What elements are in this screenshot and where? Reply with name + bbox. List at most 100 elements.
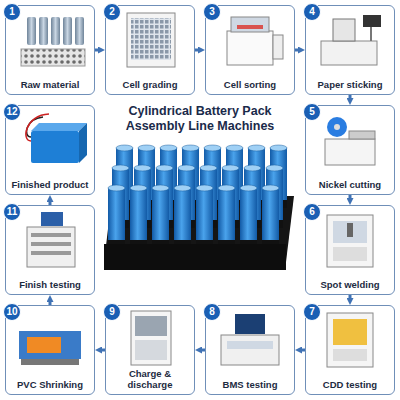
spot-welder-part xyxy=(333,221,367,243)
step-number: 12 xyxy=(6,107,17,117)
step-number-badge: 10 xyxy=(3,303,21,321)
sorting-machine-part xyxy=(273,35,283,59)
bms-tester-part xyxy=(221,335,279,365)
paper-sticking-machine-part xyxy=(370,27,372,41)
step-label: BMS testing xyxy=(223,380,278,390)
step-number-badge: 4 xyxy=(303,3,321,21)
raw-material-illustration-part xyxy=(39,17,48,45)
process-box: Spot welding 6 xyxy=(305,205,395,295)
step-label: Nickel cutting xyxy=(319,180,381,190)
step-label: Spot welding xyxy=(320,280,379,290)
central-battery-pack-part xyxy=(262,185,279,248)
shrink-tunnel-part xyxy=(27,337,61,353)
battery-pack-product-part xyxy=(79,123,87,163)
central-battery-pack-part xyxy=(108,185,125,248)
step-number: 10 xyxy=(6,307,17,317)
step-number: 6 xyxy=(309,207,315,217)
raw-material-illustration-part xyxy=(51,17,60,45)
step-number: 7 xyxy=(309,307,315,317)
flow-arrow xyxy=(349,195,352,201)
sorting-machine-part xyxy=(237,25,263,29)
charge-cabinet-part xyxy=(135,340,167,360)
cdd-tester-part xyxy=(333,319,367,345)
paper-sticking-machine-part xyxy=(333,19,355,41)
nickel-cutter-part xyxy=(349,131,375,139)
battery-pack-product xyxy=(26,114,87,163)
process-box: Cell grading 2 xyxy=(105,5,195,95)
raw-material-illustration-part xyxy=(21,49,85,66)
step-label: Cell sorting xyxy=(224,80,276,90)
cdd-tester-part xyxy=(327,313,373,367)
finish-tester-part xyxy=(27,227,75,267)
step-number-badge: 8 xyxy=(203,303,221,321)
process-box: Nickel cutting 5 xyxy=(305,105,395,195)
step-label: Finish testing xyxy=(19,280,81,290)
process-box: PVC Shrinking 10 xyxy=(5,305,95,395)
nickel-cutter-part xyxy=(327,117,347,137)
step-number-badge: 3 xyxy=(203,3,221,21)
step-number: 3 xyxy=(209,7,215,17)
battery-pack-product-part xyxy=(31,131,79,163)
flow-arrow xyxy=(195,49,201,52)
flow-arrow xyxy=(349,95,352,101)
spot-welder-part xyxy=(347,223,353,237)
step-number-badge: 5 xyxy=(303,103,321,121)
diagram-title: Cylindrical Battery Pack Assembly Line M… xyxy=(105,104,295,134)
shrink-tunnel-part xyxy=(19,331,81,359)
step-number-badge: 9 xyxy=(103,303,121,321)
process-box: Paper sticking4 xyxy=(305,5,395,95)
flow-arrow xyxy=(349,295,352,301)
paper-sticking-machine-part xyxy=(321,41,377,65)
process-box: CDD testing 7 xyxy=(305,305,395,395)
battery-pack-product-part xyxy=(27,117,43,137)
sorting-machine xyxy=(227,17,283,65)
finish-tester-part xyxy=(31,233,71,237)
process-box: Raw material 1 xyxy=(5,5,95,95)
flow-arrow xyxy=(295,49,301,52)
step-label: Cell grading xyxy=(123,80,178,90)
central-battery-pack-part xyxy=(104,244,286,270)
step-number-badge: 1 xyxy=(3,3,21,21)
charge-cabinet-part xyxy=(135,316,167,336)
step-number: 4 xyxy=(309,7,315,17)
step-label: CDD testing xyxy=(323,380,377,390)
step-label: Raw material xyxy=(21,80,80,90)
raw-material-illustration-part xyxy=(75,17,84,45)
bms-tester xyxy=(221,314,279,365)
paper-sticking-machine xyxy=(321,15,381,65)
step-number: 2 xyxy=(109,7,115,17)
central-battery-pack-part xyxy=(240,185,257,248)
raw-material-illustration xyxy=(21,17,85,66)
spot-welder-part xyxy=(333,247,367,261)
central-battery-pack-part xyxy=(196,185,213,248)
bms-tester-part xyxy=(235,314,265,334)
paper-sticking-machine-part xyxy=(363,15,381,27)
step-number-badge: 2 xyxy=(103,3,121,21)
nickel-cutter xyxy=(325,117,375,165)
step-number-badge: 11 xyxy=(3,203,21,221)
spot-welder-part xyxy=(327,215,373,267)
charge-cabinet-part xyxy=(131,311,171,365)
shrink-tunnel-part xyxy=(21,359,79,365)
finish-tester-part xyxy=(31,251,71,255)
flow-arrow xyxy=(95,49,101,52)
sorting-machine-part xyxy=(231,17,269,32)
nickel-cutter-part xyxy=(325,139,375,165)
cdd-tester-part xyxy=(333,349,367,361)
raw-material-illustration-part xyxy=(27,17,36,45)
spot-welder xyxy=(327,215,373,267)
cdd-tester xyxy=(327,313,373,367)
raw-material-illustration-part xyxy=(63,17,72,45)
step-number-badge: 6 xyxy=(303,203,321,221)
finish-tester xyxy=(27,212,75,267)
central-battery-pack xyxy=(104,145,294,270)
finish-tester-part xyxy=(41,212,63,226)
step-number: 11 xyxy=(7,207,18,217)
finish-tester-part xyxy=(31,242,71,246)
step-number-badge: 7 xyxy=(303,303,321,321)
step-label: PVC Shrinking xyxy=(17,380,83,390)
bms-tester-part xyxy=(227,341,273,349)
battery-pack-product-part xyxy=(31,123,87,131)
